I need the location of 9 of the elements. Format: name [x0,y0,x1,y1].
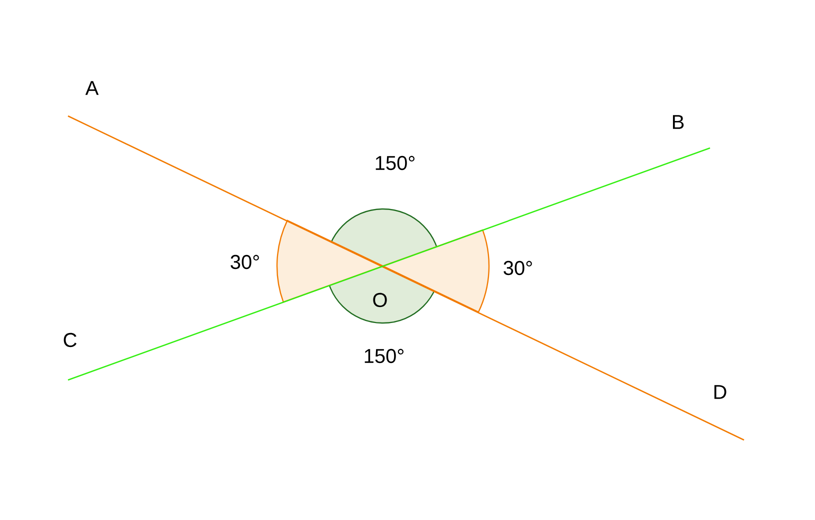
angle-label: 150° [364,348,404,364]
point-label: O [373,292,387,308]
angle-label: 30° [504,260,532,276]
point-label: D [714,385,726,399]
angle-label: 30° [230,254,259,270]
point-label: A [85,81,99,95]
point-label: B [672,115,684,129]
point-label: C [64,332,76,348]
angle-label: 150° [376,156,414,170]
